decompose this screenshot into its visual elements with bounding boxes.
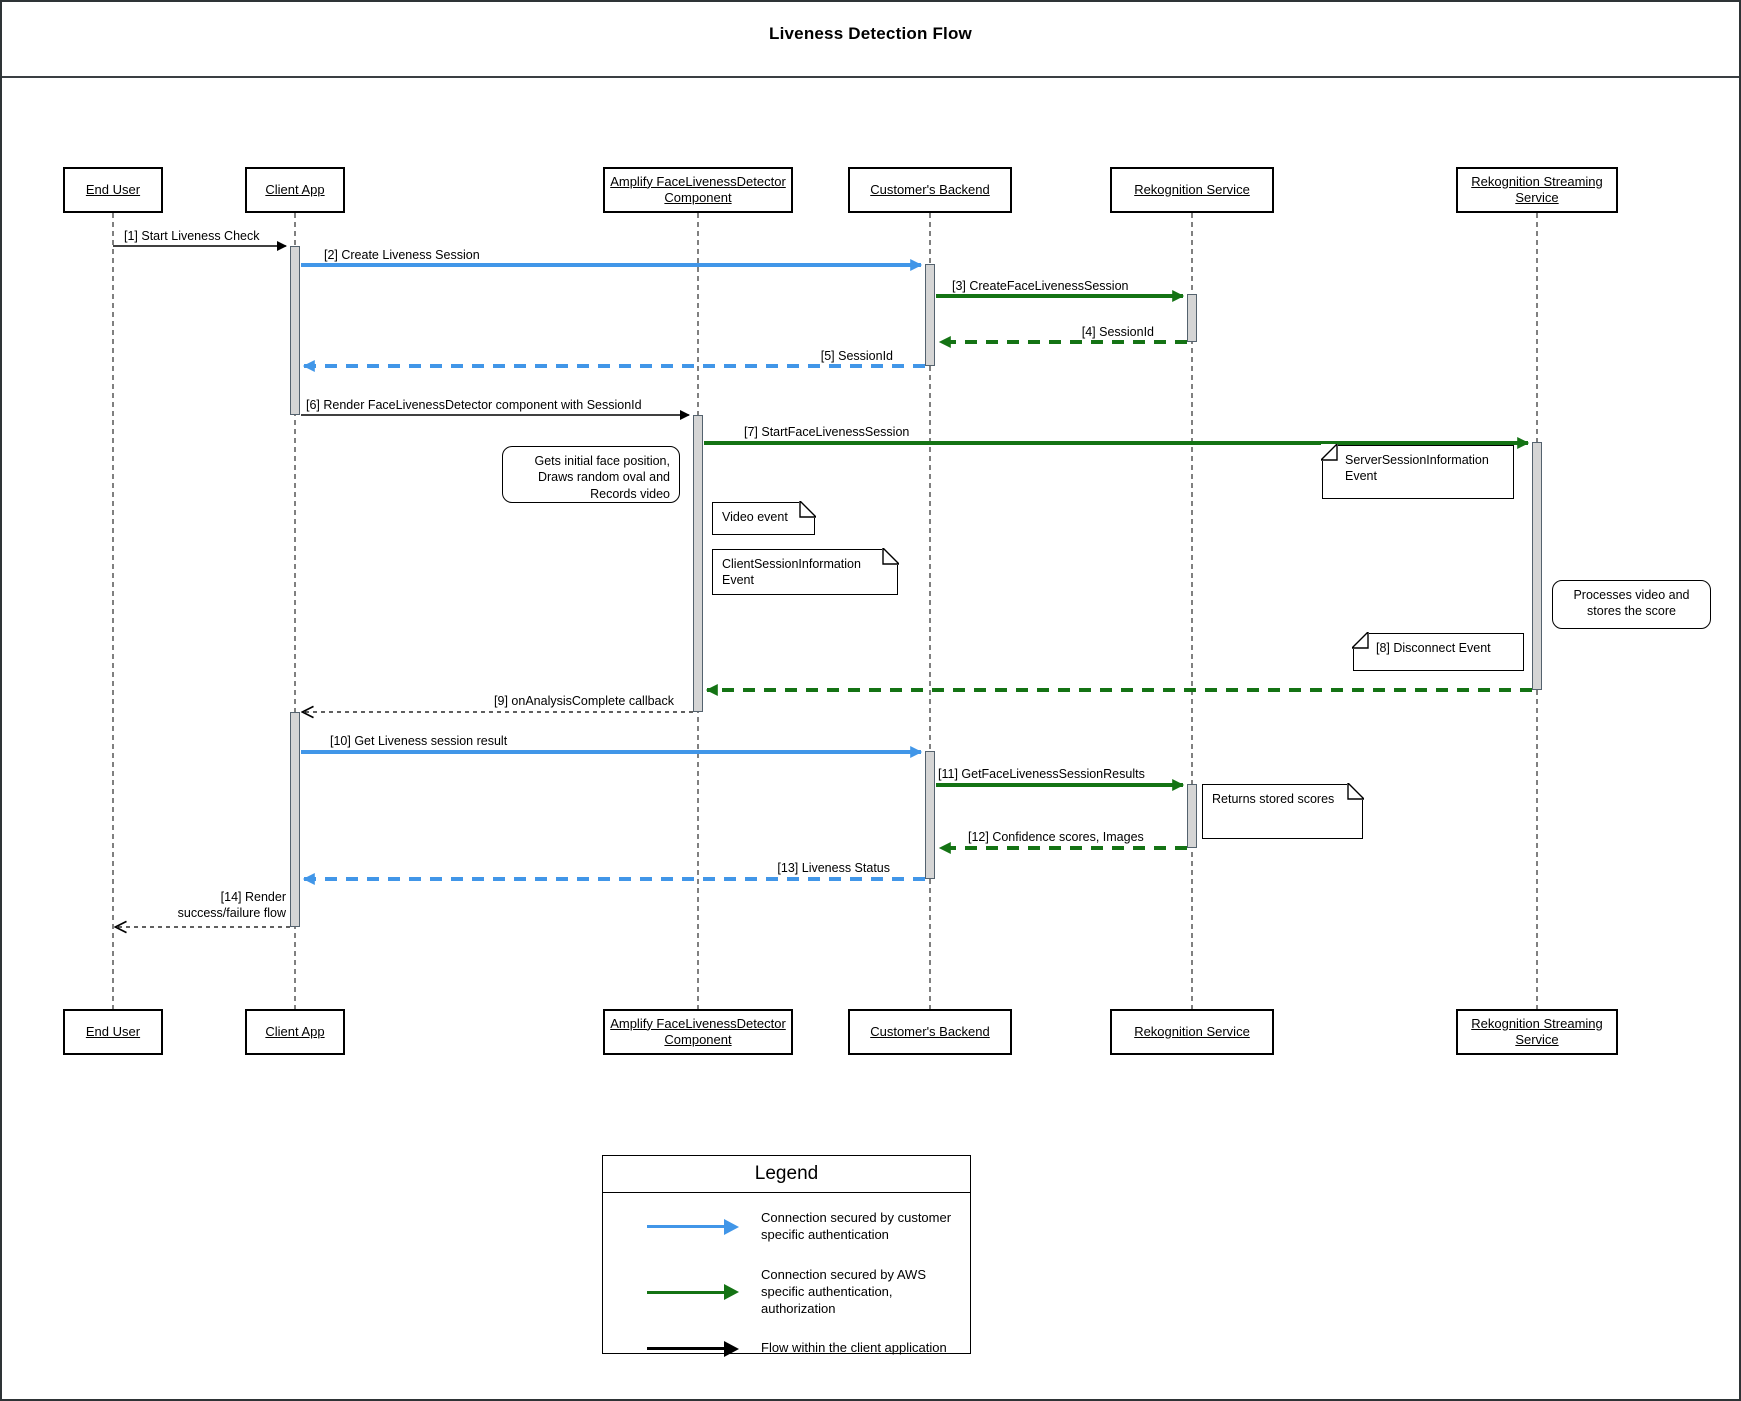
actor-top-client-app: Client App (245, 167, 345, 213)
message-14-label: [14] Render success/failure flow (177, 890, 286, 921)
legend-item-label: Connection secured by customer specific … (761, 1210, 952, 1242)
activation-rekognition-2 (1187, 784, 1197, 848)
note-returns-stored-scores: Returns stored scores (1202, 783, 1364, 839)
note-client-session-label: ClientSessionInformation Event (722, 557, 861, 588)
note-processes-video: Processes video and stores the score (1552, 580, 1711, 629)
page-title: Liveness Detection Flow (769, 24, 972, 43)
message-9-label: [9] onAnalysisComplete callback (494, 694, 674, 708)
message-3-label: [3] CreateFaceLivenessSession (952, 279, 1129, 293)
legend-header: Legend (603, 1156, 970, 1193)
message-5-label: [5] SessionId (820, 349, 893, 363)
actor-bottom-rekognition-streaming: Rekognition Streaming Service (1456, 1009, 1618, 1055)
note-video-event: Video event (712, 501, 816, 535)
actor-bottom-end-user: End User (63, 1009, 163, 1055)
aws-auth-arrow-icon (647, 1290, 725, 1294)
actor-bottom-client-app: Client App (245, 1009, 345, 1055)
message-13-label: [13] Liveness Status (777, 861, 890, 875)
actor-bottom-amplify-component: Amplify FaceLivenessDetector Component (603, 1009, 793, 1055)
folded-corner-icon (1321, 444, 1338, 461)
message-6-label: [6] Render FaceLivenessDetector componen… (306, 398, 642, 412)
legend-item-customer-auth: Connection secured by customer specific … (647, 1210, 960, 1244)
folded-corner-icon (882, 548, 899, 565)
folded-corner-icon (799, 501, 816, 518)
note-returns-label: Returns stored scores (1212, 792, 1335, 806)
message-10-label: [10] Get Liveness session result (330, 734, 508, 748)
actor-top-rekognition-streaming: Rekognition Streaming Service (1456, 167, 1618, 213)
message-1-label: [1] Start Liveness Check (124, 229, 260, 243)
actor-bottom-customers-backend: Customer's Backend (848, 1009, 1012, 1055)
note-disconnect-label: [8] Disconnect Event (1376, 641, 1491, 655)
legend-item-aws-auth: Connection secured by AWS specific authe… (647, 1267, 960, 1318)
note-client-session-information: ClientSessionInformation Event (712, 548, 899, 595)
legend-item-label: Connection secured by AWS specific authe… (761, 1266, 926, 1316)
activation-client-app-1 (290, 246, 300, 415)
message-11-label: [11] GetFaceLivenessSessionResults (938, 767, 1145, 781)
activation-client-app-2 (290, 712, 300, 927)
title-separator (2, 76, 1739, 78)
actor-top-end-user: End User (63, 167, 163, 213)
note-disconnect-event: [8] Disconnect Event (1352, 632, 1524, 671)
activation-rekognition-1 (1187, 294, 1197, 342)
message-7-label: [7] StartFaceLivenessSession (744, 425, 910, 439)
message-12-label: [12] Confidence scores, Images (968, 830, 1144, 844)
actor-top-customers-backend: Customer's Backend (848, 167, 1012, 213)
activation-rekognition-streaming (1532, 442, 1542, 690)
legend-body: Connection secured by customer specific … (603, 1193, 970, 1357)
note-face-position: Gets initial face position, Draws random… (502, 446, 680, 503)
folded-corner-icon (1352, 632, 1369, 649)
actor-top-rekognition-service: Rekognition Service (1110, 167, 1274, 213)
customer-auth-arrow-icon (647, 1225, 725, 1229)
message-4-label: [4] SessionId (1081, 325, 1154, 339)
legend-item-label: Flow within the client application (761, 1340, 947, 1356)
note-server-session-information: ServerSessionInformation Event (1321, 444, 1514, 499)
folded-corner-icon (1347, 783, 1364, 800)
activation-customers-backend-1 (925, 264, 935, 366)
actor-top-amplify-component: Amplify FaceLivenessDetector Component (603, 167, 793, 213)
activation-customers-backend-2 (925, 751, 935, 879)
legend: Legend Connection secured by customer sp… (602, 1155, 971, 1357)
note-server-session-label: ServerSessionInformation Event (1345, 453, 1489, 484)
legend-item-client-flow: Flow within the client application (647, 1340, 960, 1357)
note-video-event-label: Video event (722, 510, 788, 524)
message-2-label: [2] Create Liveness Session (324, 248, 480, 262)
actor-bottom-rekognition-service: Rekognition Service (1110, 1009, 1274, 1055)
client-flow-arrow-icon (647, 1347, 725, 1351)
activation-amplify-component (693, 415, 703, 712)
